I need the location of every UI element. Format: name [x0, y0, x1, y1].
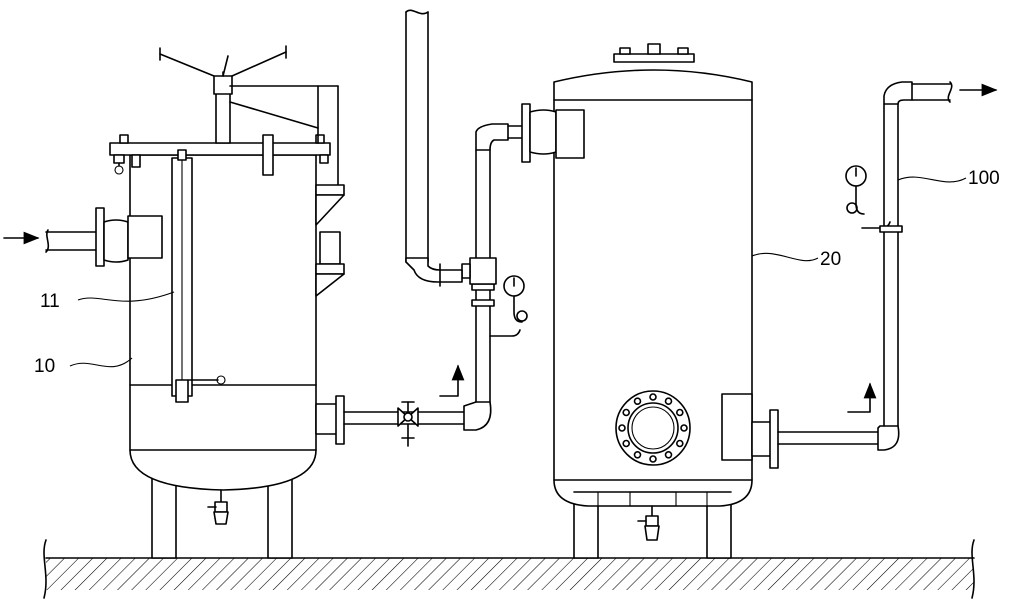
side-manhole: [616, 391, 690, 465]
inlet-nozzle: [46, 208, 162, 266]
pressure-gauge-2: [846, 166, 902, 232]
storage-drain-valve: [638, 506, 659, 540]
vent-pipe: [406, 10, 462, 286]
label-filter-tank: 10: [34, 356, 55, 377]
connecting-pipe-valve: [398, 402, 418, 446]
label-filter-element: 11: [40, 291, 60, 312]
ground: [44, 540, 974, 598]
label-storage-tank: 20: [820, 249, 841, 270]
top-cover: [614, 44, 694, 62]
label-outlet-pipe: 100: [968, 168, 1000, 189]
connecting-pipe: [344, 10, 530, 446]
hinge-bracket: [316, 185, 344, 296]
outlet-pipe: [778, 82, 952, 450]
storage-outlet-nozzle: [722, 394, 778, 468]
filter-tank: [46, 46, 344, 558]
filter-element: [172, 150, 192, 402]
storage-inlet-nozzle: [530, 110, 584, 158]
filter-outlet-nozzle: [316, 396, 344, 444]
pressure-gauge-1: [490, 276, 527, 336]
filter-drain-valve: [208, 490, 228, 524]
storage-tank: [530, 44, 778, 558]
